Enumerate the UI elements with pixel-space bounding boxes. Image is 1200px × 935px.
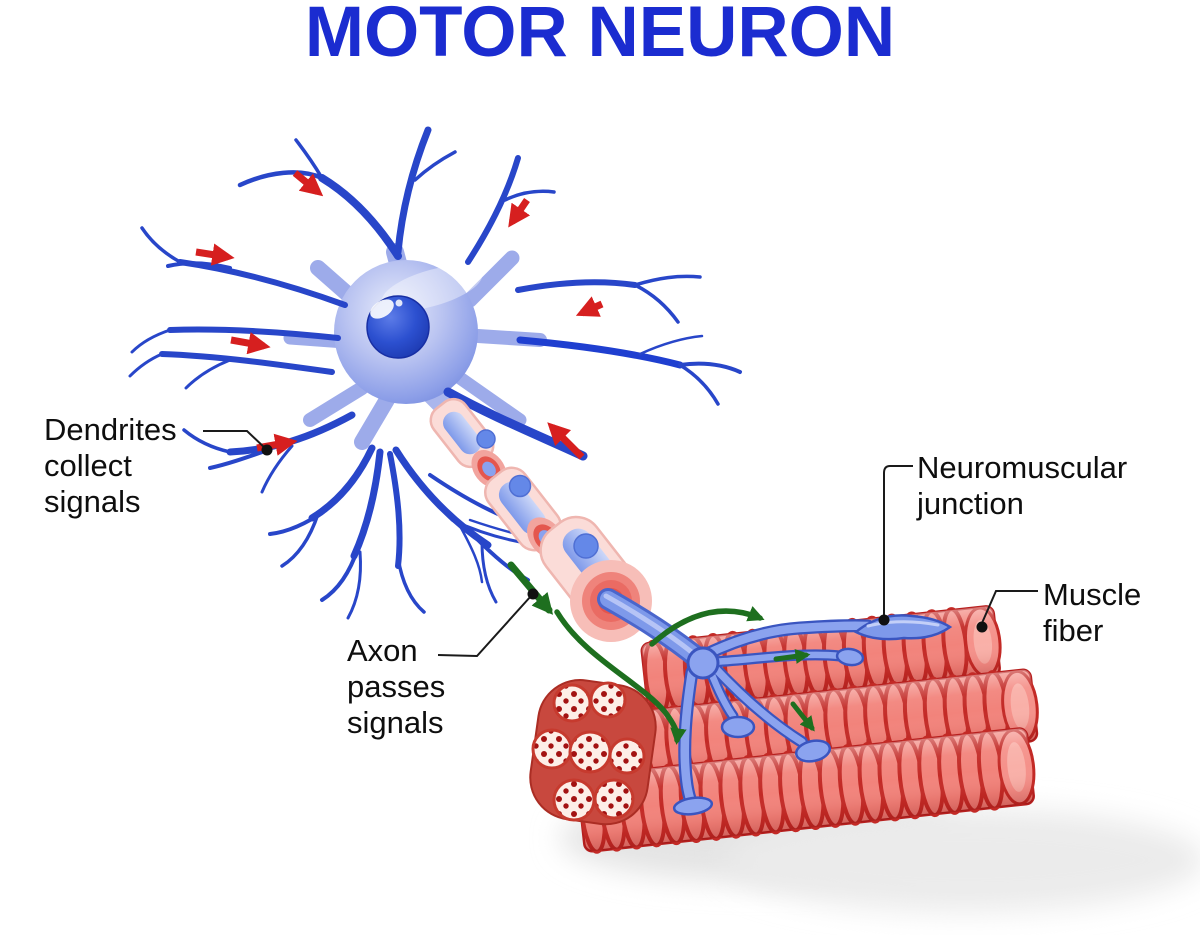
dendrites: [128, 126, 742, 620]
schwann-cell-nucleus: [508, 474, 532, 498]
leader-line: [203, 430, 267, 450]
incoming-signal-arrow: [508, 198, 531, 228]
leader-line: [883, 465, 913, 616]
muscle-cross-section: [529, 679, 657, 826]
nucleus-highlight: [370, 299, 394, 319]
leader-line: [437, 595, 532, 658]
leader-dot: [878, 614, 890, 626]
leader-dot: [976, 621, 988, 633]
signal-direction-arrow: [554, 609, 687, 745]
axon: [429, 397, 953, 816]
neuron: [128, 126, 742, 620]
leader-dot: [261, 444, 273, 456]
myofibril-circle: [593, 778, 635, 820]
myofibril-circle: [608, 737, 646, 775]
nucleus-highlight-dot: [395, 299, 403, 307]
incoming-signal-arrow: [575, 296, 604, 317]
branch-junction: [686, 646, 720, 680]
label-dendrites: Dendrites collect signals: [44, 412, 177, 519]
myofibril-circle: [531, 728, 573, 770]
incoming-signal-arrow: [230, 332, 271, 355]
terminal-bulb: [835, 647, 865, 667]
label-neuromuscular-junction: Neuromuscular junction: [917, 450, 1128, 521]
leader-lines: [203, 430, 1038, 658]
incoming-signal-arrow: [292, 170, 324, 197]
axon-terminals: [672, 614, 953, 816]
schwann-cell-nucleus: [573, 533, 599, 559]
signal-direction-arrow: [507, 561, 554, 615]
myofibril-circle: [568, 730, 612, 774]
myofibril-circle: [589, 681, 627, 719]
incoming-signal-arrow: [195, 243, 235, 266]
signal-direction-arrows: [507, 561, 815, 745]
myofibril-circle: [552, 683, 592, 723]
leader-dot: [527, 588, 539, 600]
incoming-signal-arrow: [547, 422, 585, 460]
terminal-bulb: [672, 796, 714, 816]
terminal-bulb: [720, 715, 756, 739]
label-muscle-fiber: Muscle fiber: [1043, 577, 1142, 648]
myofibril-circle: [552, 778, 596, 822]
schwann-cell-nucleus: [476, 429, 496, 449]
signal-direction-arrow: [790, 701, 815, 732]
signal-direction-arrow: [773, 648, 811, 664]
leader-line: [981, 590, 1038, 624]
page-title: MOTOR NEURON: [304, 0, 896, 72]
signal-direction-arrow: [649, 606, 765, 647]
terminal-bulb: [794, 739, 832, 763]
muscle-fiber: [602, 668, 1039, 789]
muscle-fiber: [576, 727, 1036, 854]
label-axon: Axon passes signals: [347, 633, 446, 740]
leader-dots: [261, 444, 988, 633]
